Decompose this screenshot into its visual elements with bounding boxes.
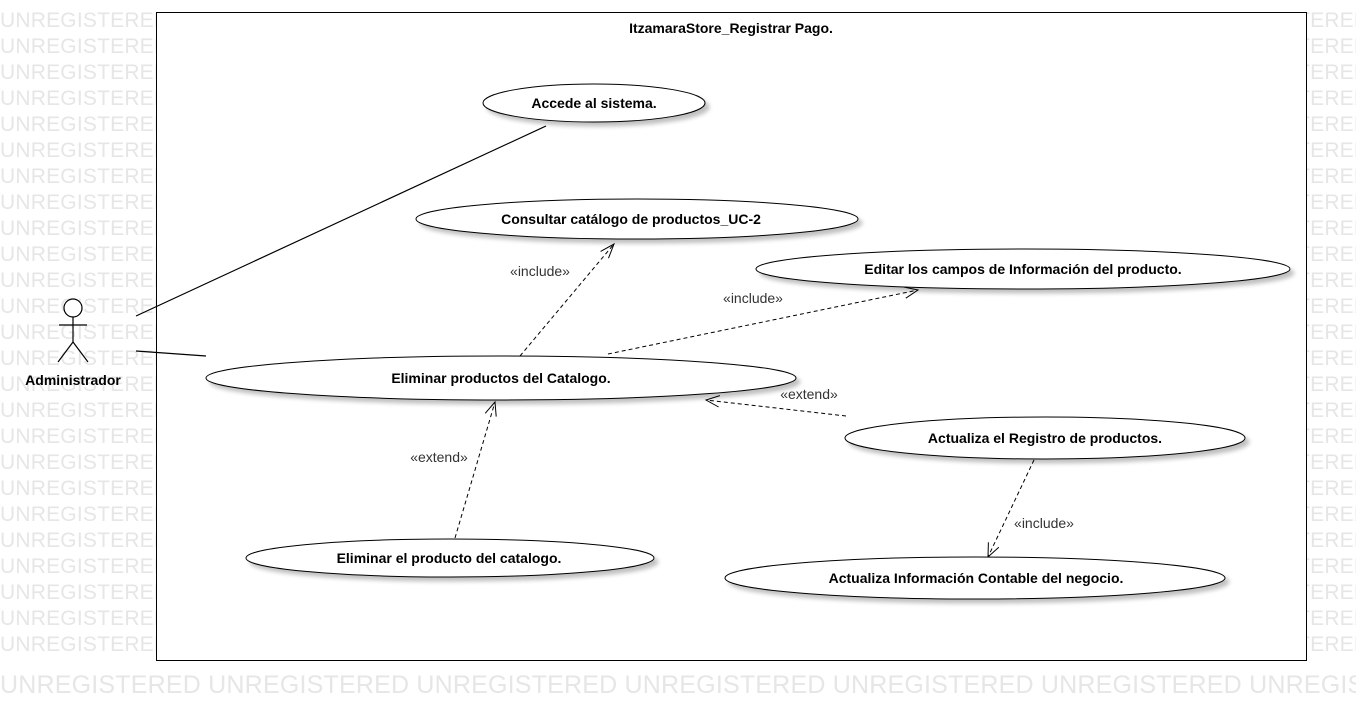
watermark-text: UNREGISTERED bbox=[0, 35, 156, 58]
dep-extend-eliminar[interactable] bbox=[454, 400, 497, 539]
label-include-consultar: «include» bbox=[510, 263, 570, 279]
usecase-eliminar-producto-label: Eliminar el producto del catalogo. bbox=[337, 550, 562, 566]
usecase-accede-label: Accede al sistema. bbox=[531, 95, 656, 111]
actor-head bbox=[63, 298, 83, 318]
usecase-editar-label: Editar los campos de Información del pro… bbox=[864, 261, 1181, 277]
watermark-text: UNREGISTERED bbox=[0, 581, 156, 604]
watermark-text: UNREGISTERED bbox=[0, 451, 156, 474]
watermark-text: UNREGISTERED bbox=[0, 243, 156, 266]
watermark-bottom-text: UNREGISTERED UNREGISTERED UNREGISTERED U… bbox=[0, 671, 1356, 699]
watermark-text: UNREGISTERED bbox=[0, 425, 156, 448]
watermark-text: UNREGISTERED bbox=[0, 191, 156, 214]
watermark-text: UNREGISTERED bbox=[0, 61, 156, 84]
watermark-bottom: UNREGISTERED UNREGISTERED UNREGISTERED U… bbox=[0, 670, 1356, 700]
actor-leg-right bbox=[72, 341, 89, 363]
dep-include-editar[interactable] bbox=[607, 286, 920, 355]
usecase-consultar[interactable]: Consultar catálogo de productos_UC-2 bbox=[415, 198, 859, 240]
label-extend-actualiza: «extend» bbox=[780, 386, 838, 402]
dep-include-consultar[interactable] bbox=[519, 242, 615, 357]
watermark-text: UNREGISTERED bbox=[0, 607, 156, 630]
watermark-text: UNREGISTERED bbox=[0, 321, 156, 344]
watermark-text: UNREGISTERED bbox=[0, 165, 156, 188]
usecase-actualiza-registro[interactable]: Actualiza el Registro de productos. bbox=[844, 416, 1246, 460]
watermark-text: UNREGISTERED bbox=[0, 633, 156, 656]
watermark-text: UNREGISTERED bbox=[0, 9, 156, 32]
usecase-eliminar-producto[interactable]: Eliminar el producto del catalogo. bbox=[245, 538, 655, 578]
watermark-text: UNREGISTERED bbox=[0, 113, 156, 136]
usecase-actualiza-registro-label: Actualiza el Registro de productos. bbox=[928, 430, 1162, 446]
label-include-contable: «include» bbox=[1014, 515, 1074, 531]
usecase-consultar-label: Consultar catálogo de productos_UC-2 bbox=[501, 211, 761, 227]
watermark-text: UNREGISTERED bbox=[0, 529, 156, 552]
watermark-text: UNREGISTERED bbox=[0, 87, 156, 110]
watermark-text: UNREGISTERED bbox=[0, 477, 156, 500]
association-eliminar-productos[interactable] bbox=[135, 350, 207, 357]
watermark-right: UNREGISTEREDUNREGISTEREDUNREGISTEREDUNRE… bbox=[1306, 9, 1356, 656]
watermark-text: UNREGISTERED bbox=[0, 139, 156, 162]
usecase-actualiza-contable-label: Actualiza Información Contable del negoc… bbox=[829, 570, 1124, 586]
watermark-text: UNREGISTERED bbox=[0, 373, 156, 396]
usecase-accede[interactable]: Accede al sistema. bbox=[482, 83, 706, 123]
watermark-text: UNREGISTERED bbox=[0, 555, 156, 578]
usecase-editar[interactable]: Editar los campos de Información del pro… bbox=[755, 248, 1291, 290]
usecase-actualiza-contable[interactable]: Actualiza Información Contable del negoc… bbox=[724, 556, 1226, 600]
watermark-text: UNREGISTERED bbox=[0, 347, 156, 370]
actor-leg-left bbox=[57, 341, 74, 363]
association-accede[interactable] bbox=[135, 125, 547, 317]
watermark-text: UNREGISTERED bbox=[0, 503, 156, 526]
usecase-eliminar-productos-label: Eliminar productos del Catalogo. bbox=[391, 370, 610, 386]
watermark-text: UNREGISTERED bbox=[0, 217, 156, 240]
dep-extend-actualiza[interactable] bbox=[704, 395, 847, 417]
boundary-title: ItzamaraStore_Registrar Pago. bbox=[629, 20, 833, 36]
watermark-text: UNREGISTERED bbox=[0, 269, 156, 292]
watermark-text: UNREGISTERED bbox=[0, 399, 156, 422]
label-extend-eliminar: «extend» bbox=[410, 449, 468, 465]
actor-administrador[interactable] bbox=[57, 298, 89, 363]
watermark-left: UNREGISTERED UNREGISTERED UNREGISTERED UNRE… bbox=[0, 8, 156, 668]
usecase-eliminar-productos[interactable]: Eliminar productos del Catalogo. bbox=[205, 355, 797, 401]
label-include-editar: «include» bbox=[723, 290, 783, 306]
actor-name: Administrador bbox=[25, 372, 121, 388]
